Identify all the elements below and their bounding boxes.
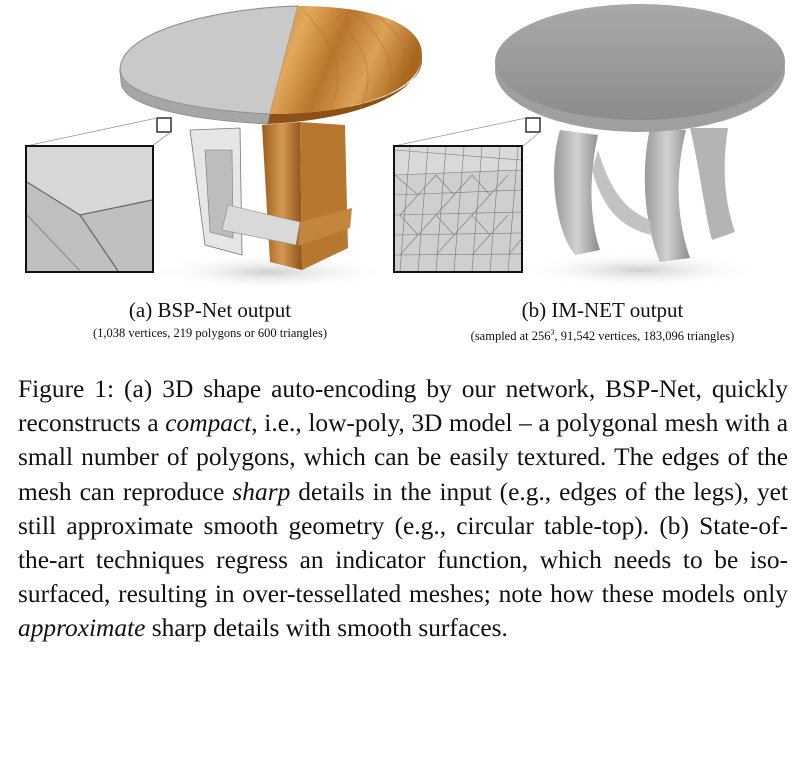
panel-a-title: (a) BSP-Net output	[128, 298, 292, 322]
panel-b-subtitle: (sampled at 2563, 91,542 vertices, 183,0…	[405, 325, 800, 344]
panel-b-subtitle-post: , 91,542 vertices, 183,096 triangles)	[554, 329, 735, 344]
figure-illustration	[25, 4, 785, 290]
panel-a-caption: (a) BSP-Net output (1,038 vertices, 219 …	[30, 298, 390, 341]
im-net-table	[393, 4, 785, 288]
caption-text-1: Figure 1: (a) 3D shape auto-encoding by …	[18, 375, 788, 438]
bsp-net-closeup	[25, 145, 154, 273]
caption-text-2: , i.e., low-poly, 3D model – a polygonal…	[18, 409, 788, 506]
panel-b-subtitle-sup: 3	[550, 328, 555, 337]
panel-b-title: (b) IM-NET output	[521, 298, 684, 322]
figure-caption: Figure 1: (a) 3D shape auto-encoding by …	[18, 372, 788, 646]
caption-emphasis-approximate: approximate	[18, 614, 146, 643]
caption-text-3: details in the input (e.g., edges of the…	[18, 477, 788, 609]
caption-text-4: sharp details with smooth surfaces.	[145, 614, 508, 643]
caption-emphasis-sharp: sharp	[232, 477, 291, 506]
panel-a-subtitle: (1,038 vertices, 219 polygons or 600 tri…	[93, 326, 327, 340]
panel-b-caption: (b) IM-NET output (sampled at 2563, 91,5…	[405, 298, 800, 344]
caption-emphasis-compact: compact	[165, 409, 252, 438]
im-net-closeup	[393, 145, 523, 273]
figure-1: (a) BSP-Net output (1,038 vertices, 219 …	[0, 0, 803, 360]
bsp-net-table	[25, 5, 422, 290]
panel-b-subtitle-pre: (sampled at 256	[470, 329, 551, 344]
